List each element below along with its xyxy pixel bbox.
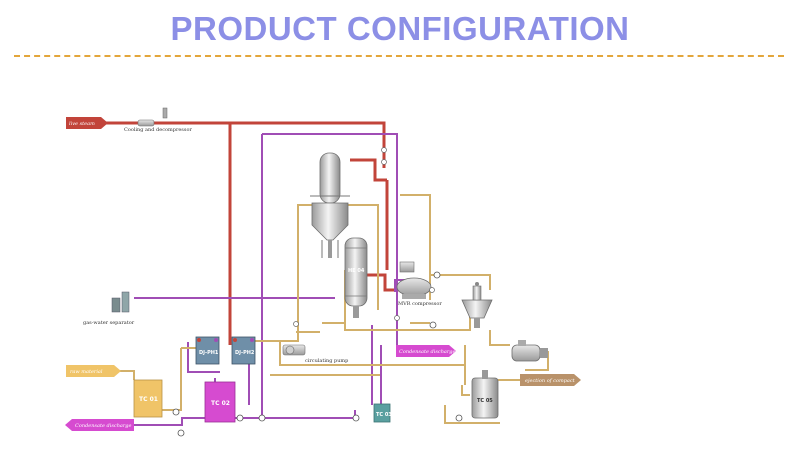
evaporator-vessel [310, 152, 350, 258]
gas-water-label: gas-water separator [83, 320, 135, 326]
mvr-compressor: MVR compressor [396, 261, 442, 307]
cooling-label: Cooling and decompressor [124, 127, 192, 133]
tc03-label: TC 03 [376, 412, 392, 418]
instrument-valves [293, 147, 435, 327]
title-divider [14, 55, 784, 57]
steam-lines [106, 121, 402, 345]
cooling-decompressor: Cooling and decompressor [124, 107, 192, 133]
plate-exchanger-dj-ph2: DJ-PH2 [231, 336, 256, 365]
plate-exchanger-dj-ph1: DJ-PH1 [195, 336, 220, 365]
page-title: PRODUCT CONFIGURATION [170, 10, 630, 47]
tank-tc01: TC 01 [133, 379, 163, 418]
arrow-ejection: ejection of compact [520, 374, 581, 386]
ejection-label: ejection of compact [525, 378, 576, 384]
arrow-live-steam: live steam [66, 117, 108, 129]
tc05-label: TC 05 [477, 398, 493, 404]
arrow-raw-material: raw material [66, 365, 121, 377]
tank-tc02: TC 02 [204, 381, 236, 423]
cyclone-separator [461, 282, 493, 328]
arrow-condensate-mid: Condensate discharge [396, 345, 456, 357]
dj-ph1-label: DJ-PH1 [199, 350, 219, 356]
mvr-compressor-label: MVR compressor [398, 301, 442, 307]
gas-water-separator: gas-water separator [83, 291, 135, 326]
he04-label: HE 04 [348, 268, 365, 274]
circulating-pump: circulating pump [282, 344, 348, 364]
tank-tc03: TC 03 [373, 403, 392, 423]
pump-icons [172, 271, 463, 437]
centrifuge [511, 340, 548, 362]
condensate-left-label: Condensate discharge [75, 423, 131, 429]
tank-tc05: TC 05 [471, 370, 499, 419]
tc02-label: TC 02 [211, 400, 230, 407]
arrow-condensate-left: Condensate discharge [65, 419, 134, 431]
tc01-label: TC 01 [139, 396, 158, 403]
circulating-pump-label: circulating pump [305, 358, 348, 364]
heat-exchanger-he04: HE 04 [344, 237, 368, 318]
dj-ph2-label: DJ-PH2 [235, 350, 255, 356]
raw-material-label: raw material [70, 369, 103, 375]
live-steam-label: live steam [69, 121, 95, 127]
condensate-mid-label: Condensate discharge [399, 349, 455, 355]
